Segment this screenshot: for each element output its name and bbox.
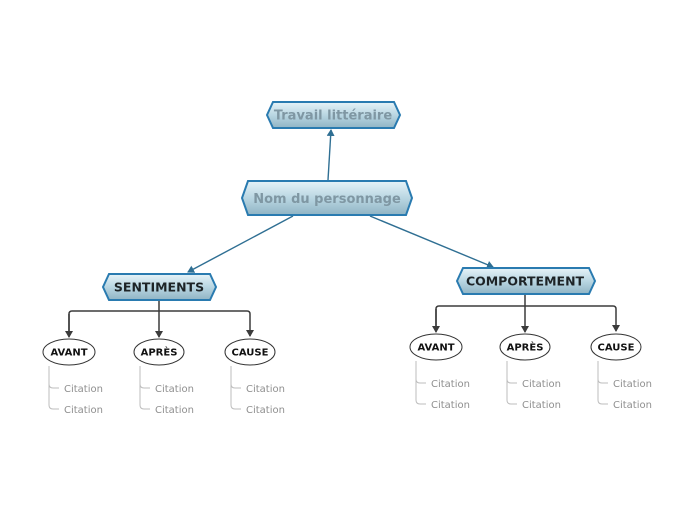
branch-node-comportement[interactable]: COMPORTEMENT — [455, 267, 597, 295]
child-label: AVANT — [50, 348, 87, 359]
root-node-label: Travail littéraire — [274, 109, 393, 124]
child-node-comportement-avant[interactable]: AVANT — [409, 333, 463, 361]
branch-node-sentiments[interactable]: SENTIMENTS — [101, 273, 218, 301]
child-label: APRÈS — [141, 346, 178, 359]
branch-label-sentiments: SENTIMENTS — [114, 280, 204, 295]
citation-text[interactable]: Citation — [246, 384, 285, 395]
sentiments-connectors — [65, 300, 254, 338]
child-node-sentiments-apres[interactable]: APRÈS — [133, 338, 185, 366]
center-node-label: Nom du personnage — [253, 192, 401, 207]
citation-text[interactable]: Citation — [522, 379, 561, 390]
link-center-to-comportement — [369, 215, 494, 269]
citation-text[interactable]: Citation — [155, 405, 194, 416]
citation-text[interactable]: Citation — [613, 379, 652, 390]
citation-text[interactable]: Citation — [613, 400, 652, 411]
citation-text[interactable]: Citation — [522, 400, 561, 411]
child-label: APRÈS — [507, 341, 544, 354]
citation-text[interactable]: Citation — [246, 405, 285, 416]
child-node-comportement-cause[interactable]: CAUSE — [590, 333, 642, 361]
child-node-sentiments-cause[interactable]: CAUSE — [224, 338, 276, 366]
citation-text[interactable]: Citation — [431, 400, 470, 411]
child-node-comportement-apres[interactable]: APRÈS — [499, 333, 551, 361]
link-center-to-root — [326, 129, 335, 181]
citation-lines — [48, 361, 608, 410]
comportement-connectors — [432, 295, 620, 333]
citation-text[interactable]: Citation — [64, 384, 103, 395]
child-node-sentiments-avant[interactable]: AVANT — [42, 338, 96, 366]
root-node[interactable]: Travail littéraire — [265, 101, 402, 129]
branch-label-comportement: COMPORTEMENT — [466, 274, 585, 289]
child-label: AVANT — [417, 343, 454, 354]
citation-text[interactable]: Citation — [155, 384, 194, 395]
child-label: CAUSE — [598, 343, 635, 354]
link-center-to-sentiments — [187, 215, 294, 273]
citation-text[interactable]: Citation — [64, 405, 103, 416]
citation-text[interactable]: Citation — [431, 379, 470, 390]
child-label: CAUSE — [232, 348, 269, 359]
center-node[interactable]: Nom du personnage — [240, 180, 414, 216]
